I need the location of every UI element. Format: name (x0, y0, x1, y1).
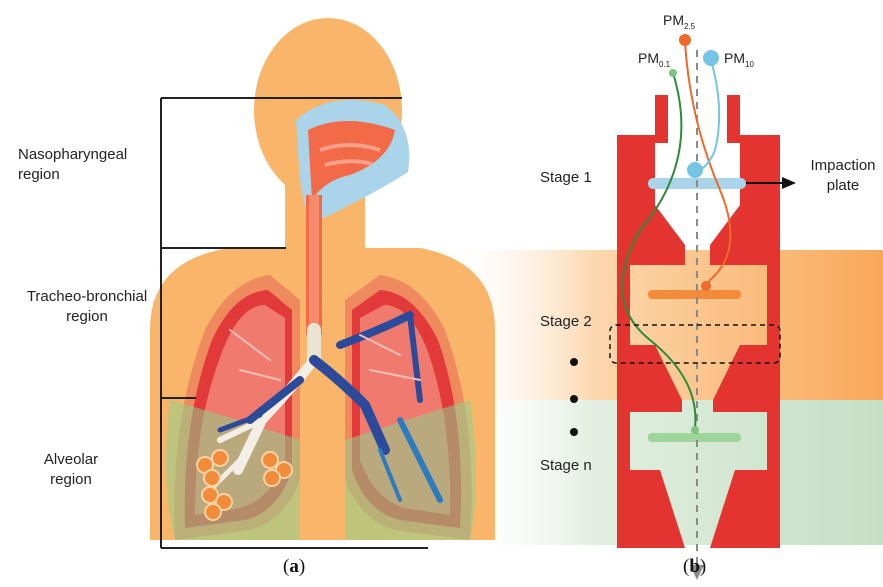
impaction-plate-label: Impaction plate (806, 156, 880, 197)
caption-letter: b (689, 556, 700, 577)
pm-base: PM (724, 50, 745, 66)
impaction-plate-2 (648, 290, 741, 299)
pm-base: PM (663, 12, 684, 28)
ellipsis-dot (570, 395, 578, 403)
pm01-label: PM0.1 (638, 50, 670, 69)
caption-paren: ) (700, 556, 706, 577)
impaction-plate-n (648, 433, 741, 442)
impaction-label-line2: plate (827, 177, 860, 194)
pm-subscript: 0.1 (659, 60, 670, 69)
region-label-line2: region (66, 308, 108, 325)
region-label-line1: Tracheo-bronchial (27, 288, 147, 305)
stage-2-label: Stage 2 (540, 312, 592, 332)
caption-b: (b) (683, 556, 706, 578)
caption-a: (a) (283, 556, 305, 578)
region-label-line2: region (18, 166, 60, 183)
region-label-nasopharyngeal: Nasopharyngeal region (18, 145, 127, 186)
region-label-alveolar: Alveolar region (16, 450, 126, 491)
caption-paren: ) (299, 556, 305, 577)
region-label-line1: Nasopharyngeal (18, 146, 127, 163)
region-label-tracheobronchial: Tracheo-bronchial region (12, 287, 162, 328)
pm01-deposit (691, 426, 699, 434)
pm-base: PM (638, 50, 659, 66)
pm-subscript: 10 (745, 60, 754, 69)
stage-1-label: Stage 1 (540, 168, 592, 188)
region-label-line2: region (50, 471, 92, 488)
pm25-particle (679, 34, 691, 46)
caption-letter: a (289, 556, 299, 577)
impaction-label-line1: Impaction (810, 157, 875, 174)
pm10-label: PM10 (724, 50, 754, 69)
impaction-arrowhead (782, 177, 796, 189)
pm25-label: PM2.5 (663, 12, 695, 31)
pm-subscript: 2.5 (684, 22, 695, 31)
ellipsis-dot (570, 358, 578, 366)
ellipsis-dot (570, 428, 578, 436)
stage-n-label: Stage n (540, 456, 592, 476)
pm01-particle (669, 69, 677, 77)
pm10-deposit (687, 162, 703, 178)
pm25-deposit (701, 281, 711, 291)
region-label-line1: Alveolar (44, 451, 98, 468)
pm10-particle (703, 50, 719, 66)
